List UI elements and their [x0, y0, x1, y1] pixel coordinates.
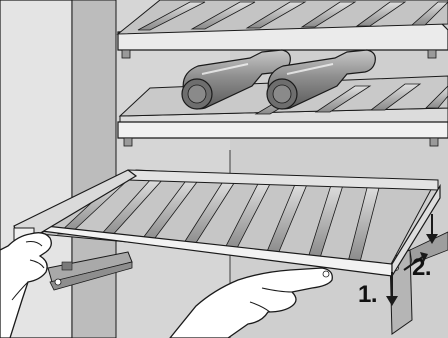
- left-wall: [72, 0, 116, 338]
- top-shelf: [118, 0, 448, 58]
- step-2-label: 2.: [412, 256, 431, 280]
- step-1-label: 1.: [358, 283, 377, 307]
